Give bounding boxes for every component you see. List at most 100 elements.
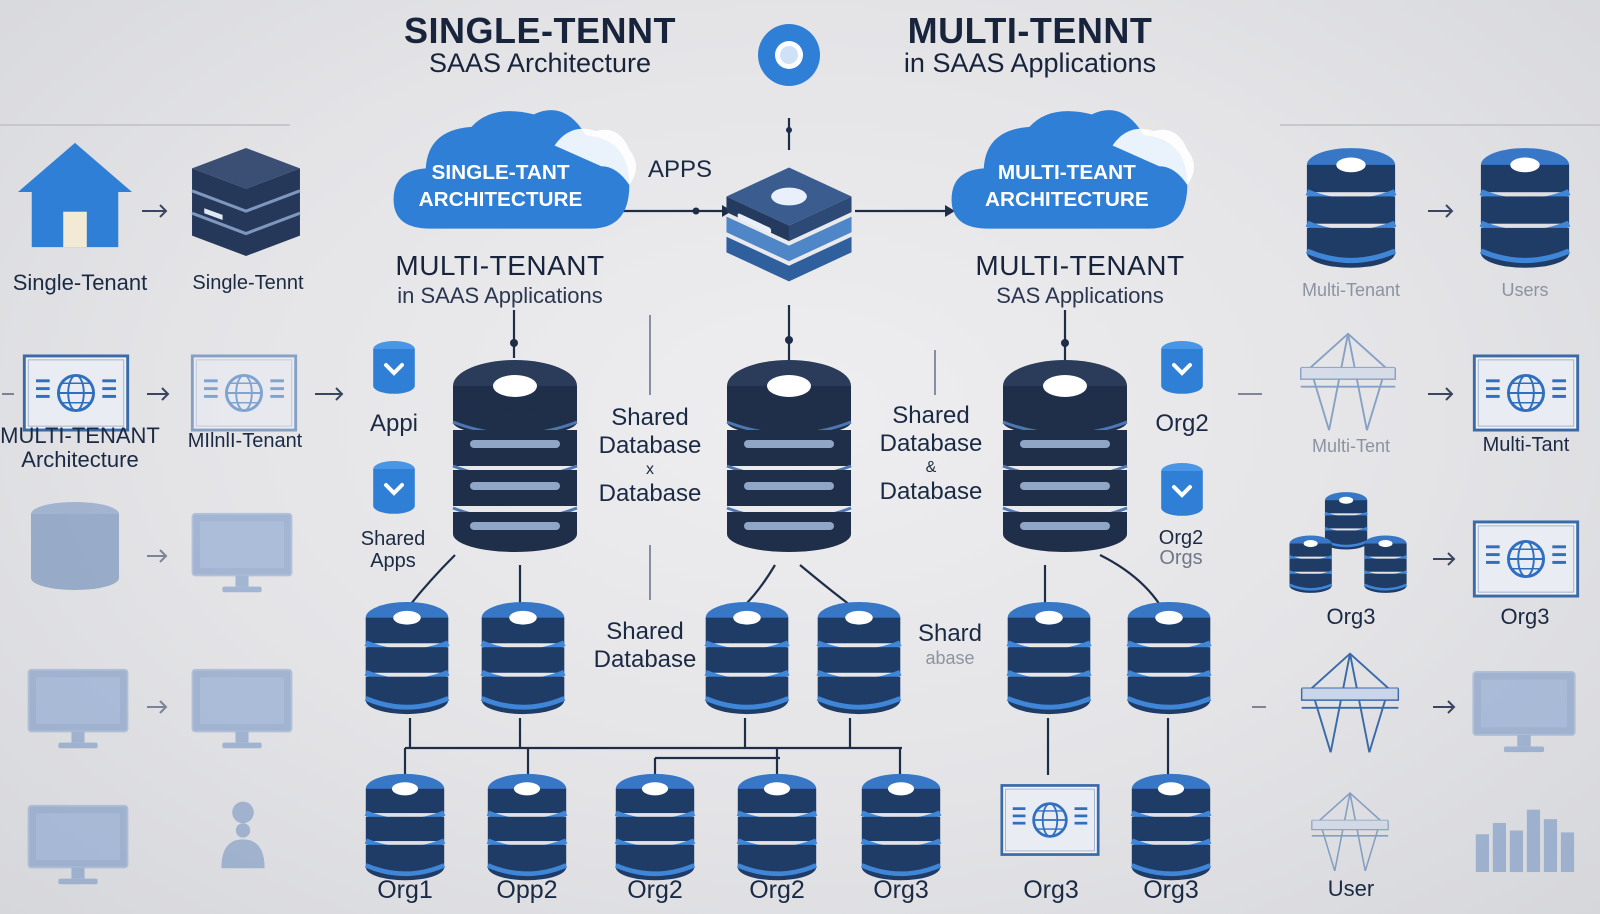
right-subtitle: in SAAS Applications <box>903 48 1157 78</box>
org2-right-label: Org2 <box>1155 410 1209 437</box>
app-server-icon <box>722 160 856 300</box>
left-row1-label-a: Single-Tenant <box>12 270 148 295</box>
shared-database-label-2: Shared Database & Database <box>866 402 996 506</box>
section-right-subtitle: SAS Applications <box>996 283 1164 308</box>
right-row2-label-a: Multi-Tent <box>1311 436 1391 456</box>
right-row2-label-b: Multi-Tant <box>1482 434 1570 456</box>
divider-left <box>0 124 290 126</box>
appi-label: Appi <box>369 410 419 437</box>
tenant-database-icon <box>814 600 904 718</box>
shared-db-2-l1: Shared <box>892 402 970 429</box>
left-row2-label-b: MIlnlI-Tenant <box>187 430 303 452</box>
tenant-database-icon <box>1124 600 1214 718</box>
org-label-2: Opp2 <box>496 876 558 904</box>
left-row2-a-l2: Architecture <box>21 447 139 472</box>
right-row1-label-b: Users <box>1501 280 1549 300</box>
database-stack-icon <box>1470 146 1580 272</box>
house-icon <box>16 140 134 250</box>
shard-l2: abase <box>925 648 975 668</box>
right-row3-label-a: Org3 <box>1326 604 1376 629</box>
left-row1-label-b: Single-Tennt <box>192 272 304 294</box>
org-badge-icon-2 <box>1158 462 1206 520</box>
section-right-title: MULTI-TENANT <box>975 250 1185 281</box>
tenant-database-icon <box>1004 600 1094 718</box>
monitor-icon <box>1470 670 1578 756</box>
left-row2-a-l1: MULTI-TENANT <box>0 423 160 448</box>
org-database-icon <box>612 772 698 884</box>
apps-label: APPS <box>648 156 713 183</box>
shared-database-icon-3 <box>1000 358 1130 558</box>
org-label-4: Org2 <box>749 876 805 904</box>
network-tower-icon <box>1292 644 1408 762</box>
shared-apps-l1: Shared <box>360 528 426 550</box>
server-stack-icon <box>190 146 302 258</box>
cloud-right-line2: ARCHITECTURE <box>985 188 1149 211</box>
left-subtitle: SAAS Architecture <box>428 48 652 78</box>
monitor-icon <box>190 512 294 596</box>
single-tenant-cloud-icon: SINGLE-TANT ARCHITECTURE <box>388 104 638 239</box>
shared-db-2-l3: & <box>925 459 937 476</box>
bar-chart-icon <box>1472 804 1576 874</box>
org-label-7: Org3 <box>1143 876 1199 904</box>
cloud-left-line1: SINGLE-TANT <box>432 161 570 184</box>
divider-right <box>1280 124 1600 126</box>
multi-tenant-cloud-icon: MULTI-TEANT ARCHITECTURE <box>946 104 1196 239</box>
globe-panel-icon <box>1472 520 1580 598</box>
globe-panel-icon <box>1000 782 1100 858</box>
network-tower-icon <box>1290 330 1406 434</box>
tenant-database-icon <box>362 600 452 718</box>
right-row5-label-a: User <box>1327 876 1375 901</box>
shared-app-badge-icon <box>370 460 418 518</box>
left-row2-label-a: MULTI-TENANT Architecture <box>0 424 160 472</box>
shared-database-icon-2 <box>724 358 854 558</box>
shared-database-label-1: Shared Database x Database <box>588 404 712 508</box>
org-database-icon <box>1128 772 1214 884</box>
database-stack-icon <box>1296 146 1406 272</box>
orgs-label: Org2 Orgs <box>1140 528 1222 568</box>
cloud-right-line1: MULTI-TEANT <box>998 161 1136 184</box>
monitor-icon <box>26 804 130 888</box>
cloud-left-line2: ARCHITECTURE <box>419 188 583 211</box>
orgs-l1: Org2 <box>1158 527 1204 549</box>
org-badge-icon <box>1158 340 1206 398</box>
right-row3-label-b: Org3 <box>1500 604 1550 629</box>
network-tower-icon <box>1292 790 1408 874</box>
org-label-6: Org3 <box>1023 876 1079 904</box>
shared-db-1-l2: Database <box>598 432 702 459</box>
org-database-icon <box>484 772 570 884</box>
database-cluster-icon <box>1288 490 1416 600</box>
globe-panel-icon <box>190 354 298 432</box>
globe-panel-icon <box>1472 354 1580 432</box>
org-label-3: Org2 <box>627 876 683 904</box>
monitor-icon <box>190 668 294 752</box>
right-title: MULTI-TENNT <box>907 10 1153 51</box>
left-title: SINGLE-TENNT <box>404 10 676 51</box>
monitor-icon <box>26 668 130 752</box>
app-badge-icon <box>370 340 418 398</box>
section-left-subtitle: in SAAS Applications <box>397 283 603 308</box>
shared-db-1-l1: Shared <box>611 404 689 431</box>
org-database-icon <box>858 772 944 884</box>
shard-l1: Shard <box>917 620 983 647</box>
globe-panel-icon <box>22 354 130 432</box>
org-label-1: Org1 <box>377 876 433 904</box>
shared-db-2-l4: Database <box>879 478 983 505</box>
shared-db-2-l2: Database <box>879 430 983 457</box>
top-node-icon <box>756 22 822 88</box>
shared-apps-l2: Apps <box>370 550 416 572</box>
orgs-l2: Orgs <box>1159 547 1203 569</box>
org-database-icon <box>362 772 448 884</box>
org-database-icon <box>734 772 820 884</box>
right-row1-label-a: Multi-Tenant <box>1301 280 1401 300</box>
shared-db-1-l4: Database <box>598 480 702 507</box>
shared-db-3-l1: Shared <box>606 618 684 645</box>
section-left-title: MULTI-TENANT <box>395 250 605 281</box>
storage-box-icon <box>28 500 122 592</box>
shared-database-label-3: Shared Database <box>580 618 710 674</box>
shared-db-1-l3: x <box>646 461 654 478</box>
person-icon <box>216 798 270 870</box>
shared-db-3-l2: Database <box>593 646 697 673</box>
tenant-database-icon <box>478 600 568 718</box>
shared-database-icon-1 <box>450 358 580 558</box>
